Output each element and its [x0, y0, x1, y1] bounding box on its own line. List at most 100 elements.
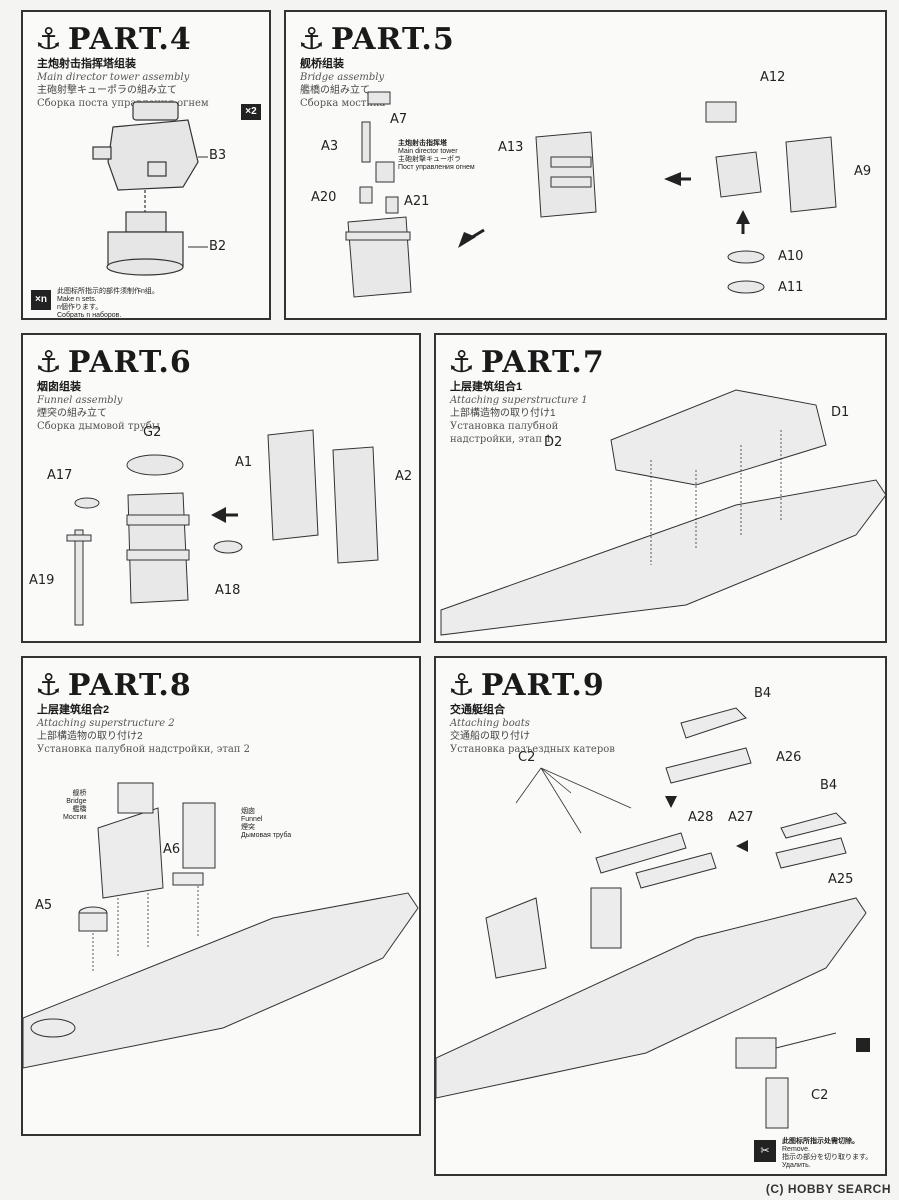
- part5-subtitles: 舰桥组装 Bridge assembly 艦橋の組み立て Сборка мост…: [300, 58, 385, 110]
- part9-ru: Установка разъездных катеров: [450, 744, 615, 755]
- part8-subtitles: 上层建筑组合2 Attaching superstructure 2 上部構造物…: [37, 704, 250, 756]
- label-a18: A18: [215, 583, 241, 598]
- funnel-cn: 烟囱: [241, 808, 255, 815]
- part4-title: PART.4: [67, 22, 192, 57]
- label-a21: A21: [404, 194, 430, 209]
- label-c2-top: C2: [518, 750, 536, 765]
- label-a10: A10: [778, 249, 804, 264]
- part8-jp: 上部構造物の取り付け2: [37, 731, 143, 742]
- label-a28: A28: [688, 810, 714, 825]
- anchor-icon: ⚓: [448, 344, 475, 380]
- remove-en: Remove.: [782, 1146, 811, 1153]
- label-d1: D1: [831, 405, 850, 420]
- remove-jp: 指示の部分を切り取ります。: [782, 1154, 873, 1161]
- part5-en: Bridge assembly: [300, 72, 385, 83]
- part9-cn: 交通艇组合: [450, 704, 505, 716]
- label-a17: A17: [47, 468, 73, 483]
- anchor-icon: ⚓: [35, 667, 62, 703]
- funnel-note: 烟囱 Funnel 煙突 Дымовая труба: [241, 808, 291, 840]
- legend-jp: n個作ります。: [57, 304, 103, 311]
- part7-subtitles: 上层建筑组合1 Attaching superstructure 1 上部構造物…: [450, 381, 588, 446]
- part5-ru: Сборка мостика: [300, 98, 386, 109]
- part9-diagram: [436, 707, 870, 1129]
- funnel-en: Funnel: [241, 816, 263, 823]
- label-b2: B2: [209, 239, 227, 254]
- part8-diagram: [23, 782, 419, 1069]
- funnel-jp: 煙突: [241, 824, 255, 831]
- label-a1: A1: [235, 455, 253, 470]
- part7-ru2: надстройки, этап 1: [450, 434, 552, 445]
- part6-title: PART.6: [67, 345, 192, 380]
- remove-ru: Удалить.: [782, 1162, 811, 1169]
- part7-en: Attaching superstructure 1: [450, 395, 588, 406]
- part4-cn: 主炮射击指挥塔组装: [37, 58, 136, 70]
- part6-diagram: [66, 429, 379, 626]
- part4-subtitles: 主炮射击指挥塔组装 Main director tower assembly 主…: [37, 58, 209, 110]
- part8-header: ⚓ PART.8: [35, 668, 192, 703]
- label-b4-right: B4: [820, 778, 838, 793]
- bridge-ru: Мостик: [63, 814, 87, 821]
- label-a6: A6: [163, 842, 181, 857]
- part7-jp: 上部構造物の取り付け1: [450, 408, 556, 419]
- label-c2-detail: C2: [811, 1088, 829, 1103]
- part4-legend: 此图标所指示的部件须制作n组。 Make n sets. n個作ります。 Соб…: [57, 288, 159, 319]
- part7-title: PART.7: [480, 345, 605, 380]
- part8-ru: Установка палубной надстройки, этап 2: [37, 744, 251, 755]
- part4-ru: Сборка поста управления огнем: [37, 98, 209, 109]
- label-a19: A19: [29, 573, 55, 588]
- part4-jp: 主砲射撃キューポラの組み立て: [37, 85, 177, 96]
- part5-jp: 艦橋の組み立て: [300, 85, 370, 96]
- part8-en: Attaching superstructure 2: [37, 718, 175, 729]
- part4-en: Main director tower assembly: [37, 72, 190, 83]
- label-a13: A13: [498, 140, 524, 155]
- label-a9: A9: [854, 164, 872, 179]
- part5-panel: ⚓ PART.5 舰桥组装 Bridge assembly 艦橋の組み立て Сб…: [284, 10, 887, 320]
- part9-panel: ⚓ PART.9 交通艇组合 Attaching boats 交通船の取り付け …: [434, 656, 887, 1176]
- label-b4-top: B4: [754, 686, 772, 701]
- label-d2: D2: [544, 435, 563, 450]
- watermark: (C) HOBBY SEARCH: [765, 1182, 891, 1196]
- label-a7: A7: [390, 112, 408, 127]
- make-n-icon: ×n: [31, 290, 51, 310]
- part8-panel: ⚓ PART.8 上层建筑组合2 Attaching superstructur…: [21, 656, 421, 1136]
- part6-jp: 煙突の組み立て: [37, 408, 107, 419]
- part6-cn: 烟囱组装: [37, 381, 81, 393]
- part4-panel: ⚓ PART.4 主炮射击指挥塔组装 Main director tower a…: [21, 10, 271, 320]
- label-a5: A5: [35, 898, 53, 913]
- anchor-icon: ⚓: [35, 21, 62, 57]
- part9-subtitles: 交通艇组合 Attaching boats 交通船の取り付け Установка…: [450, 704, 615, 756]
- part6-subtitles: 烟囱组装 Funnel assembly 煙突の組み立て Сборка дымо…: [37, 381, 160, 433]
- anchor-icon: ⚓: [35, 344, 62, 380]
- part6-panel: ⚓ PART.6 烟囱组装 Funnel assembly 煙突の組み立て Сб…: [21, 333, 421, 643]
- part4-header: ⚓ PART.4: [35, 22, 192, 57]
- funnel-ru: Дымовая труба: [241, 832, 292, 839]
- bridge-jp: 艦橋: [72, 806, 87, 813]
- label-a26: A26: [776, 750, 802, 765]
- note-jp: 主砲射撃キューポラ: [398, 156, 461, 163]
- label-a20: A20: [311, 190, 337, 205]
- part5-header: ⚓ PART.5: [298, 22, 455, 57]
- part7-ru1: Установка палубной: [450, 421, 559, 432]
- part7-panel: ⚓ PART.7 上层建筑组合1 Attaching superstructur…: [434, 333, 887, 643]
- cut-icon: ✂: [754, 1140, 776, 1162]
- part9-en: Attaching boats: [450, 718, 530, 729]
- note-ru: Пост управления огнем: [398, 164, 475, 171]
- part5-note: 主炮射击指挥塔 Main director tower 主砲射撃キューポラ По…: [398, 140, 475, 172]
- label-g2: G2: [143, 425, 162, 440]
- part6-en: Funnel assembly: [37, 395, 123, 406]
- bridge-cn: 舰桥: [72, 790, 87, 797]
- label-a2: A2: [395, 469, 413, 484]
- remove-cn: 此图标所指示处需切除。: [782, 1138, 859, 1145]
- part7-diagram: [440, 389, 885, 636]
- anchor-icon: ⚓: [298, 21, 325, 57]
- legend-ru: Собрать n наборов.: [57, 312, 122, 319]
- label-a12: A12: [760, 70, 786, 85]
- note-cn: 主炮射击指挥塔: [398, 140, 447, 147]
- label-a27: A27: [728, 810, 754, 825]
- part5-cn: 舰桥组装: [300, 58, 344, 70]
- part8-cn: 上层建筑组合2: [37, 704, 110, 716]
- multiplier-badge: ×2: [241, 104, 261, 120]
- label-b3: B3: [209, 148, 227, 163]
- legend-en: Make n sets.: [57, 296, 97, 303]
- part8-title: PART.8: [67, 668, 192, 703]
